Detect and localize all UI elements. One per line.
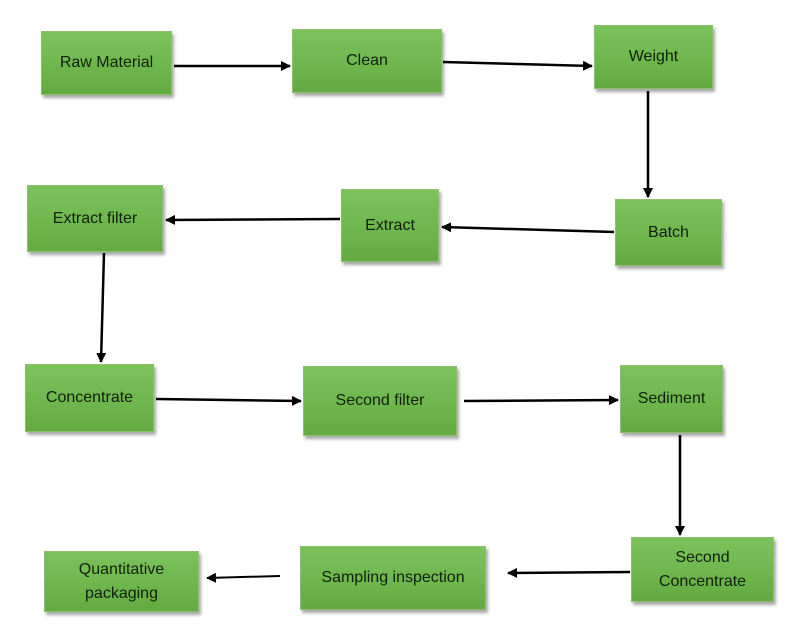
node-label: Quantitative packaging — [78, 560, 165, 602]
node-label: Concentrate — [45, 389, 134, 406]
node-raw-material: Raw Material — [41, 31, 172, 95]
arrow-secfilt-to-sediment — [463, 395, 619, 406]
node-batch: Batch — [615, 199, 722, 266]
node-second-concentrate: Second Concentrate — [631, 537, 774, 602]
arrow-extract-to-exfilter — [165, 214, 341, 225]
node-extract-filter: Extract filter — [27, 185, 163, 252]
node-label: Second filter — [335, 392, 425, 409]
node-label: Weight — [628, 48, 679, 65]
node-label: Batch — [648, 223, 689, 241]
node-weight: Weight — [594, 25, 713, 89]
arrow-secconc-to-sampling — [507, 567, 631, 578]
arrow-clean-to-weight — [442, 60, 593, 71]
arrow-sampling-to-quant — [206, 572, 281, 583]
node-label: Raw Material — [59, 54, 154, 71]
node-sampling-inspection: Sampling inspection — [300, 546, 486, 610]
node-concentrate: Concentrate — [25, 364, 154, 432]
node-label: Sediment — [637, 390, 706, 407]
node-label: Extract filter — [52, 209, 138, 227]
node-second-filter: Second filter — [303, 366, 457, 436]
arrow-exfilter-to-conc — [96, 252, 107, 363]
node-clean: Clean — [292, 29, 442, 93]
node-label: Sampling inspection — [321, 569, 465, 586]
node-sediment: Sediment — [620, 365, 723, 433]
node-label: Extract — [365, 216, 415, 234]
node-label: Second Concentrate — [658, 548, 747, 590]
node-extract: Extract — [341, 189, 439, 262]
arrow-conc-to-secfilt — [155, 395, 302, 406]
arrow-batch-to-extract — [441, 222, 615, 234]
node-label: Clean — [346, 52, 388, 69]
node-quantitative-packaging: Quantitative packaging — [44, 551, 199, 612]
